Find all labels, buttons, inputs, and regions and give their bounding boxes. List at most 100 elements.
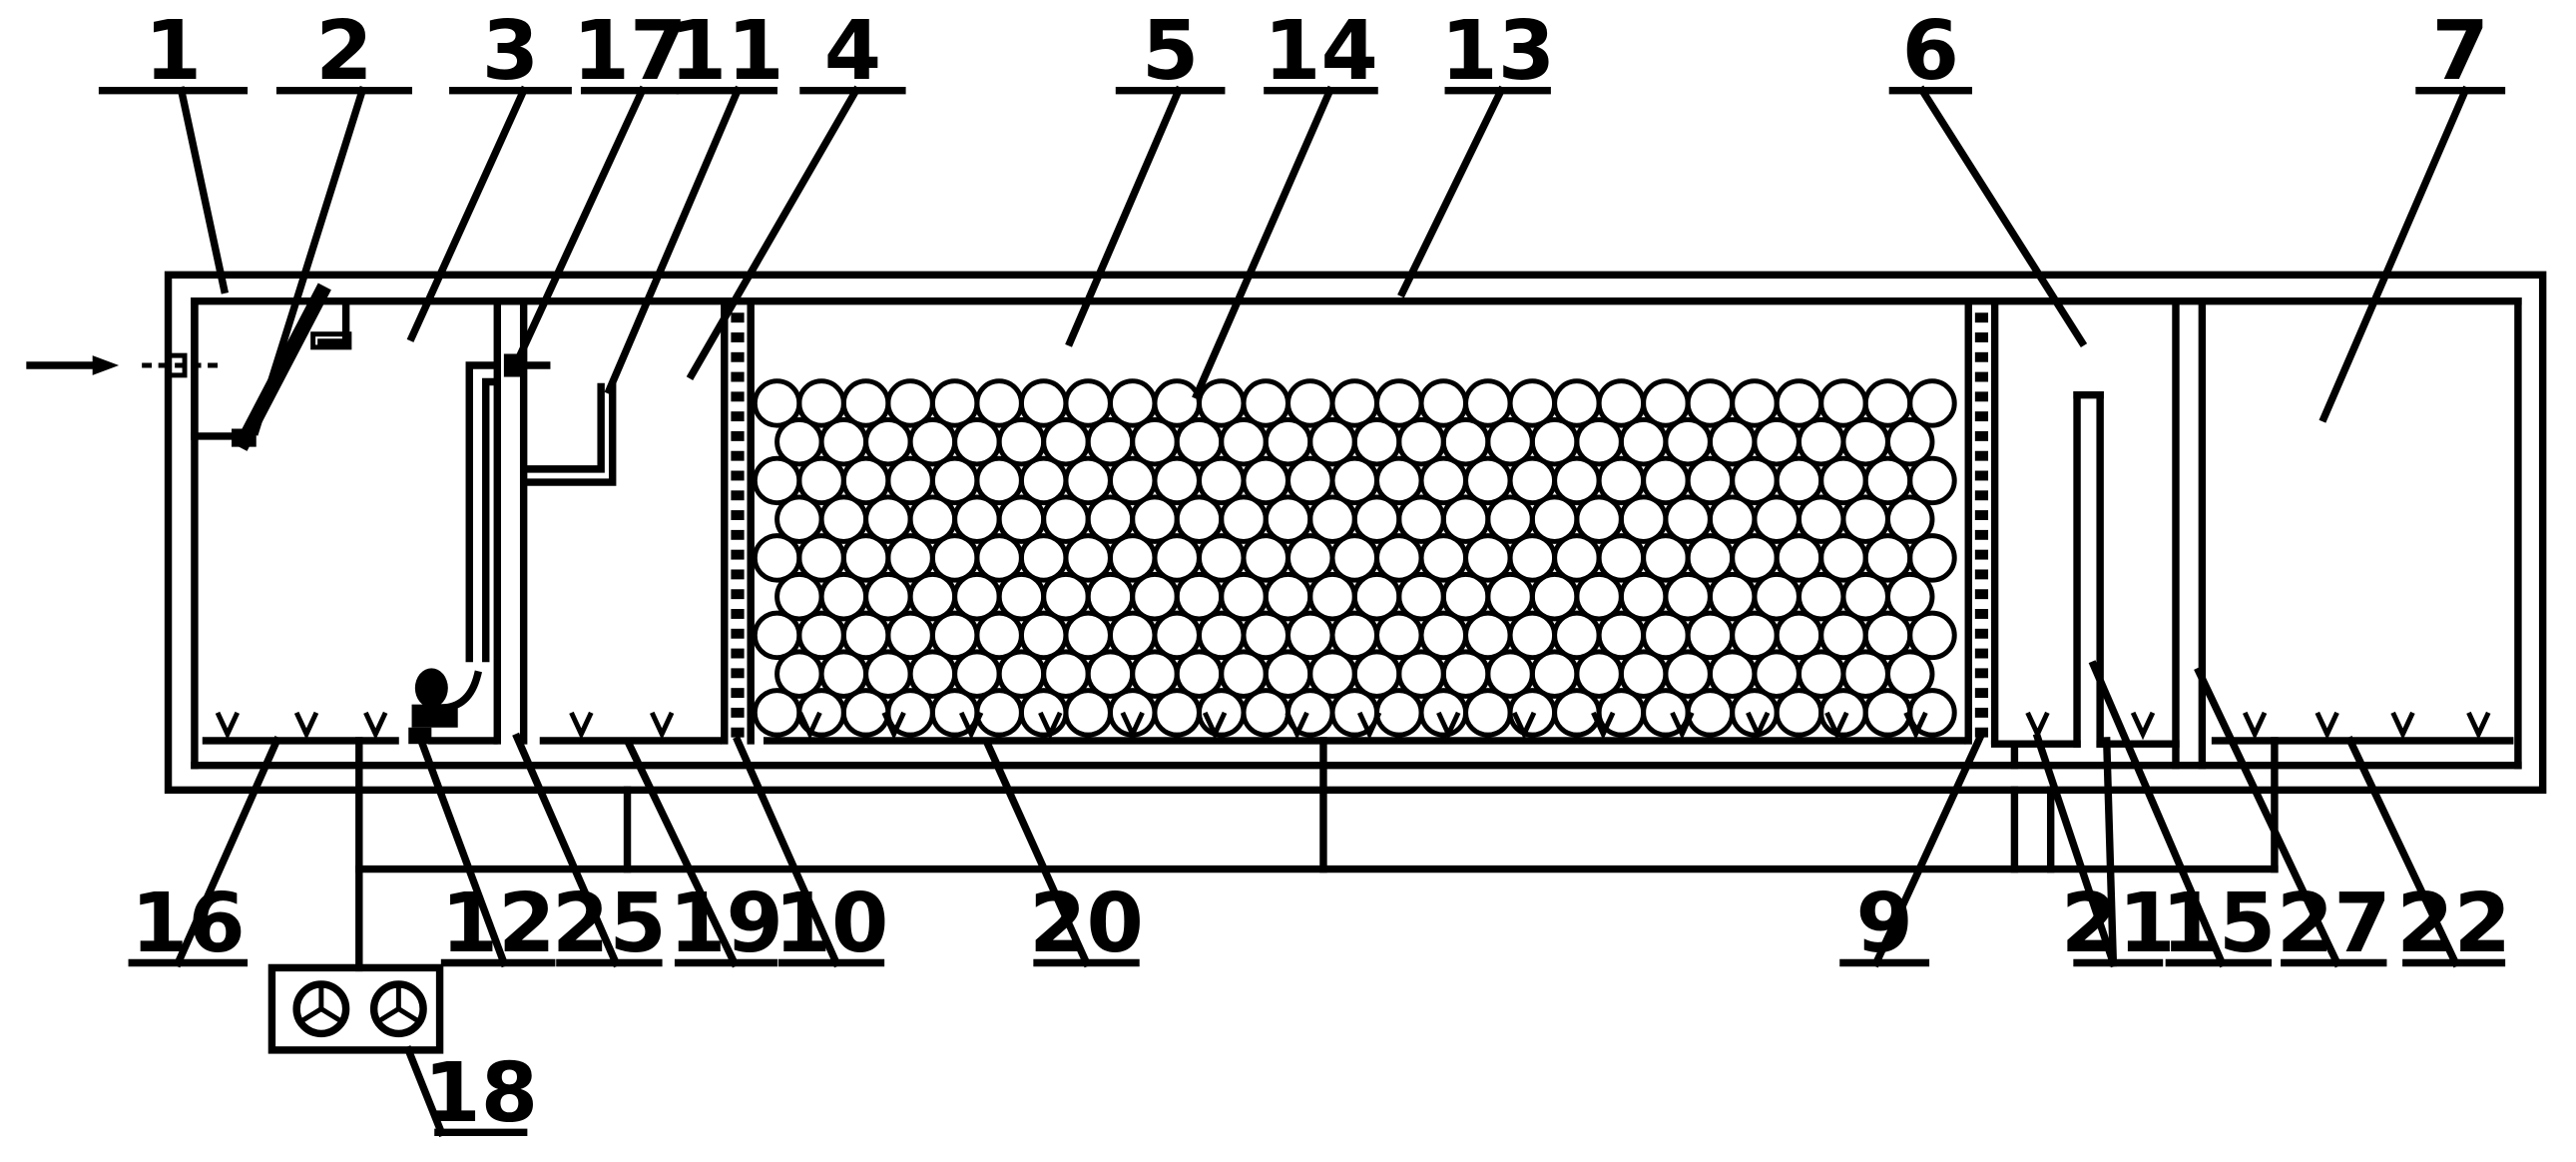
media-ball (1063, 688, 1113, 738)
part-label-bottom: 19 (669, 875, 783, 971)
media-ball (840, 688, 891, 738)
media-ball (752, 688, 802, 738)
wall-slot (1974, 648, 1989, 659)
blower-label: 18 (423, 1045, 538, 1141)
part-label-top: 13 (1440, 3, 1555, 99)
media-ball (1907, 455, 1957, 506)
media-ball (1152, 688, 1202, 738)
diffuser (1436, 711, 1461, 741)
diffuser (1746, 711, 1771, 741)
wall-slot (731, 351, 745, 362)
part-label-bottom: 27 (2277, 875, 2391, 971)
leader-line (733, 736, 841, 968)
diffuser (1038, 711, 1063, 741)
part-label-top: 17 (573, 3, 688, 99)
blower-unit (267, 963, 444, 1054)
wall-slot (1974, 371, 1989, 382)
wall-slot (1974, 391, 1989, 402)
leader-line (2088, 660, 2228, 968)
overflow-pipe-inner (526, 382, 617, 486)
diffuser (2315, 711, 2339, 741)
part-label-bottom: 22 (2396, 875, 2511, 971)
wall-slot (731, 668, 745, 679)
diffuser (363, 711, 388, 741)
wall-slot (731, 371, 745, 382)
wall-slot (731, 529, 745, 540)
diffuser (1356, 711, 1382, 741)
media-ball (1862, 688, 1913, 738)
wall-slot (731, 648, 745, 659)
wall-slot (731, 510, 745, 520)
leader-lines (98, 85, 2506, 1138)
part-label-bottom: 12 (441, 875, 556, 971)
wall-slot (731, 470, 745, 481)
partition-wall-6-7 (2172, 297, 2207, 770)
air-manifold (355, 737, 2279, 972)
part-label-top: 7 (2432, 3, 2489, 99)
part-label-bottom: 10 (774, 875, 889, 971)
perforated-wall-left (721, 297, 755, 745)
diffuser (1591, 711, 1616, 741)
leader-line (173, 736, 282, 968)
wall-slot (731, 688, 745, 699)
leader-line (624, 739, 740, 968)
diffuser (293, 711, 319, 741)
part-label-top: 6 (1902, 3, 1959, 99)
part-label-top: 2 (315, 3, 372, 99)
baffle-chamber-6 (2073, 390, 2104, 748)
wall-slot (731, 312, 745, 323)
leader-line (1916, 85, 2088, 348)
wall-slot (731, 332, 745, 342)
wall-slot (1974, 312, 1989, 323)
leader-line (2102, 737, 2118, 967)
diffuser (1903, 711, 1928, 741)
media-ball (1374, 688, 1424, 738)
media-ball (1907, 688, 1957, 738)
wall-slot (1974, 628, 1989, 639)
outer-tank-wall (164, 271, 2547, 795)
part-label-bottom: 21 (2061, 875, 2176, 971)
wall-slot (731, 450, 745, 461)
wall-slot (731, 391, 745, 402)
leader-line (604, 85, 743, 395)
media-ball (1884, 416, 1935, 467)
wall-slot (1974, 529, 1989, 540)
part-label-top: 4 (824, 3, 881, 99)
wall-slot (1974, 569, 1989, 580)
wall-slot (1974, 430, 1989, 441)
part-label-bottom: 20 (1029, 875, 1144, 971)
diffuser (2242, 711, 2268, 741)
leader-line (177, 86, 230, 294)
wall-slot (1974, 609, 1989, 619)
media-ball (1463, 688, 1513, 738)
media-ball (1552, 688, 1602, 738)
part-label-bottom: 16 (131, 875, 246, 971)
leader-line (415, 732, 509, 968)
part-label-top: 14 (1264, 3, 1378, 99)
part-label-bottom: 25 (552, 875, 667, 971)
media-ball (1884, 649, 1935, 699)
wall-slot (1974, 411, 1989, 422)
leader-line (2194, 666, 2342, 968)
leader-line (406, 85, 529, 342)
wall-slot (1974, 688, 1989, 699)
diffuser (1202, 711, 1228, 741)
perforated-wall-right (1964, 297, 1999, 745)
diffuser (569, 711, 594, 741)
diffuser (1120, 711, 1145, 741)
leader-line (2344, 735, 2461, 968)
wall-slot (1974, 490, 1989, 501)
diffuser (2390, 711, 2415, 741)
part-label-bottom: 9 (1855, 875, 1912, 971)
media-ball (1884, 494, 1935, 544)
leader-line (1397, 85, 1506, 298)
media-ball (1685, 688, 1736, 738)
leader-line (510, 85, 648, 370)
diffuser (2466, 711, 2491, 741)
diffuser (650, 711, 675, 741)
diffuser (1285, 711, 1309, 741)
leader-line (1192, 85, 1335, 400)
wall-slot (1974, 549, 1989, 560)
